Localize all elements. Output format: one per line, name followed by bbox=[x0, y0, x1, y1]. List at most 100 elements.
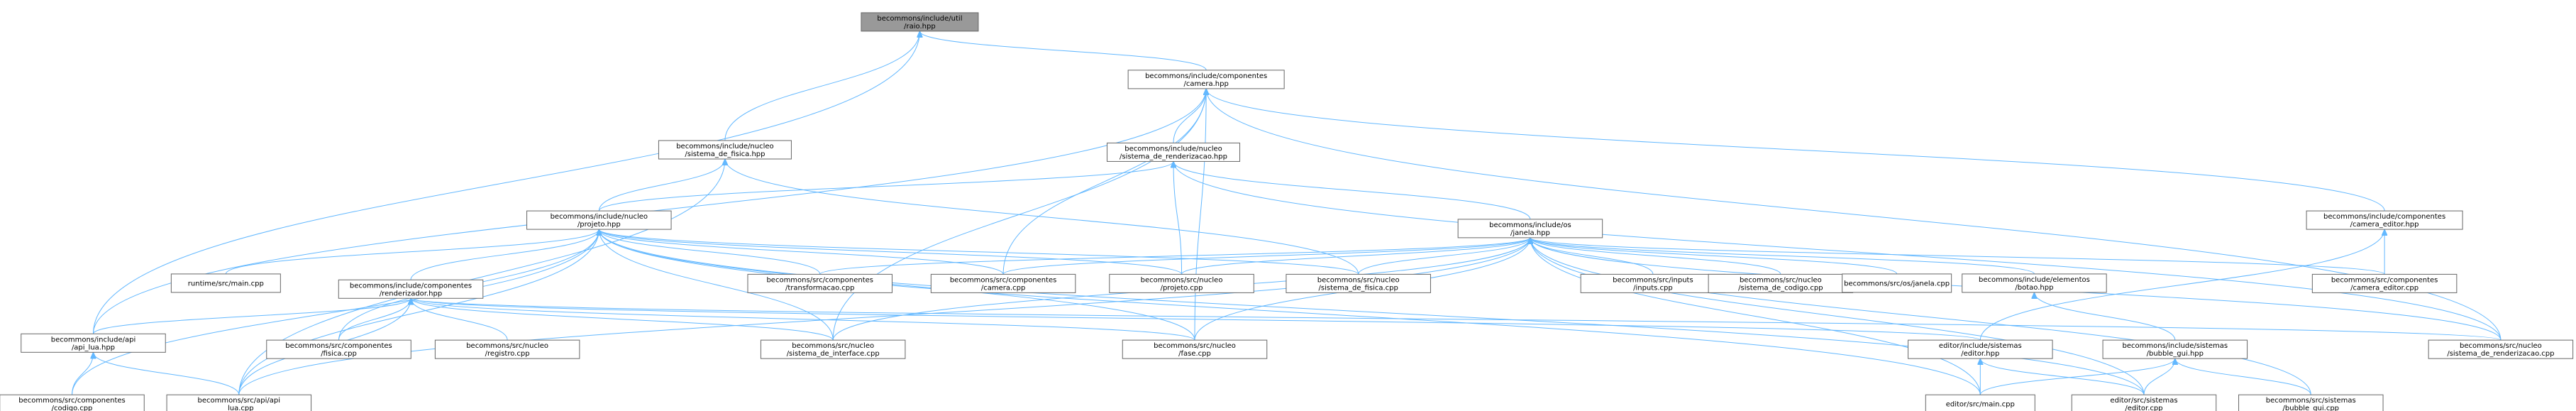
node-label: /camera.cpp bbox=[981, 284, 1026, 292]
node-label: becommons/include/componentes bbox=[1145, 72, 1267, 80]
edge-codigo_cpp-to-projeto_h bbox=[72, 229, 599, 395]
node-box bbox=[2102, 339, 2248, 359]
node-box bbox=[166, 394, 312, 411]
node-label: becommons/include/sistemas bbox=[2123, 342, 2228, 350]
node-inputs_cpp[interactable]: becommons/src/inputs/inputs.cpp bbox=[1580, 273, 1726, 293]
edge-camera_cpp-to-camera bbox=[1002, 89, 1206, 275]
node-box bbox=[434, 339, 580, 359]
edge-editor_cpp-to-projeto_h bbox=[599, 229, 2145, 395]
edge-projeto_h-to-sis_render_h bbox=[598, 161, 1173, 212]
node-label: becommons/src/componentes bbox=[950, 276, 1057, 284]
node-box bbox=[170, 273, 281, 293]
edge-fase_cpp-to-renderizador_h bbox=[411, 298, 1195, 341]
edge-sis_codigo_cpp-to-janela_h bbox=[1530, 238, 1781, 275]
node-fase_cpp[interactable]: becommons/src/nucleo/fase.cpp bbox=[1122, 339, 1268, 359]
node-camera_editor_h[interactable]: becommons/include/componentes/camera_edi… bbox=[2306, 210, 2463, 230]
edge-transformacao_cpp-to-janela_h bbox=[819, 238, 1530, 275]
node-box bbox=[2238, 394, 2384, 411]
edge-bubble_gui_cpp-to-bubble_gui_h bbox=[2175, 358, 2311, 395]
node-label: /bubble_gui.cpp bbox=[2283, 405, 2340, 411]
node-bubble_gui_cpp[interactable]: becommons/src/sistemas/bubble_gui.cpp bbox=[2238, 394, 2384, 411]
node-botao_h[interactable]: becommons/include/elementos/botao.hpp bbox=[1962, 273, 2107, 293]
node-label: becommons/src/nucleo bbox=[1154, 342, 1236, 350]
node-sis_render_cpp[interactable]: becommons/src/nucleo/sistema_de_renderiz… bbox=[2428, 339, 2574, 359]
node-bubble_gui_h[interactable]: becommons/include/sistemas/bubble_gui.hp… bbox=[2102, 339, 2248, 359]
node-editor_h[interactable]: editor/include/sistemas/editor.hpp bbox=[1908, 339, 2053, 359]
node-sis_codigo_cpp[interactable]: becommons/src/nucleo/sistema_de_codigo.c… bbox=[1708, 273, 1854, 293]
edge-fase_cpp-to-projeto_h bbox=[599, 229, 1195, 341]
node-box bbox=[338, 279, 484, 299]
edge-camera_cpp-to-projeto_h bbox=[599, 229, 1004, 275]
node-box bbox=[2311, 273, 2458, 293]
node-sis_fisica_h[interactable]: becommons/include/nucleo/sistema_de_fisi… bbox=[658, 140, 792, 160]
node-label: becommons/src/inputs bbox=[1613, 276, 1693, 284]
node-box bbox=[1122, 339, 1268, 359]
node-label: becommons/include/os bbox=[1489, 221, 1571, 229]
node-label: becommons/include/nucleo bbox=[551, 213, 648, 221]
node-camera[interactable]: becommons/include/componentes/camera.hpp bbox=[1127, 70, 1285, 89]
node-box bbox=[526, 210, 672, 230]
node-janela_h[interactable]: becommons/include/os/janela.hpp bbox=[1457, 219, 1603, 239]
node-label: editor/src/main.cpp bbox=[1946, 401, 2015, 409]
edge-projeto_h-to-sis_fisica_h bbox=[598, 159, 725, 212]
edge-transformacao_cpp-to-projeto_h bbox=[599, 229, 821, 275]
node-sis_render_h[interactable]: becommons/include/nucleo/sistema_de_rend… bbox=[1107, 142, 1241, 162]
node-runtime_main[interactable]: runtime/src/main.cpp bbox=[170, 273, 281, 293]
node-label: /botao.hpp bbox=[2015, 284, 2053, 292]
node-camera_cpp[interactable]: becommons/src/componentes/camera.cpp bbox=[930, 273, 1076, 293]
node-os_janela_cpp[interactable]: becommons/src/os/janela.cpp bbox=[1842, 273, 1952, 293]
node-label: becommons/src/nucleo bbox=[1317, 276, 1400, 284]
edge-layer bbox=[72, 31, 2502, 395]
node-projeto_h[interactable]: becommons/include/nucleo/projeto.hpp bbox=[526, 210, 672, 230]
node-editor_cpp[interactable]: editor/src/sistemas/editor.cpp bbox=[2071, 394, 2217, 411]
edge-camera_editor_cpp-to-janela_h bbox=[1530, 238, 2385, 275]
node-label: becommons/src/componentes bbox=[766, 276, 873, 284]
node-label: /sistema_de_fisica.cpp bbox=[1319, 284, 1398, 292]
edge-editor_cpp-to-bubble_gui_h bbox=[2143, 358, 2175, 395]
node-label: /codigo.cpp bbox=[52, 405, 93, 411]
node-label: /fisica.cpp bbox=[321, 350, 357, 358]
node-box bbox=[1842, 273, 1952, 293]
edge-camera-to-raio bbox=[919, 31, 1207, 71]
node-box bbox=[1107, 142, 1241, 162]
node-label: /editor.cpp bbox=[2125, 405, 2162, 411]
node-box bbox=[0, 394, 145, 411]
edge-editor_h-to-renderizador_h bbox=[411, 298, 1981, 341]
node-box bbox=[1127, 70, 1285, 89]
node-fisica_cpp[interactable]: becommons/src/componentes/fisica.cpp bbox=[266, 339, 411, 359]
node-label: becommons/include/componentes bbox=[350, 282, 472, 290]
edge-api_lua_cpp-to-api_lua_h bbox=[93, 352, 240, 395]
node-box bbox=[21, 333, 166, 353]
edge-fisica_cpp-to-renderizador_h bbox=[338, 298, 411, 341]
node-transformacao_cpp[interactable]: becommons/src/componentes/transformacao.… bbox=[747, 273, 892, 293]
node-label: /fase.cpp bbox=[1178, 350, 1211, 358]
node-camera_editor_cpp[interactable]: becommons/src/componentes/camera_editor.… bbox=[2311, 273, 2458, 293]
node-raio[interactable]: becommons/include/util/raio.hpp bbox=[861, 12, 979, 32]
node-label: becommons/src/sistemas bbox=[2266, 397, 2356, 405]
node-box bbox=[1925, 394, 2035, 411]
node-box bbox=[861, 12, 979, 32]
node-sis_interface_cpp[interactable]: becommons/src/nucleo/sistema_de_interfac… bbox=[760, 339, 906, 359]
node-codigo_cpp[interactable]: becommons/src/componentes/codigo.cpp bbox=[0, 394, 145, 411]
node-label: editor/include/sistemas bbox=[1939, 342, 2022, 350]
node-label: /sistema_de_interface.cpp bbox=[787, 350, 880, 358]
node-api_lua_cpp[interactable]: becommons/src/api/api_lua.cpp bbox=[166, 394, 312, 411]
node-label: becommons/include/elementos bbox=[1979, 276, 2090, 284]
node-label: /janela.hpp bbox=[1510, 229, 1550, 237]
edge-codigo_cpp-to-api_lua_h bbox=[72, 352, 94, 395]
node-label: /renderizador.hpp bbox=[380, 290, 442, 297]
node-registro_cpp[interactable]: becommons/src/nucleo/registro.cpp bbox=[434, 339, 580, 359]
edge-editor_h-to-camera_editor_h bbox=[1979, 229, 2384, 341]
node-sis_fisica_cpp[interactable]: becommons/src/nucleo/sistema_de_fisica.c… bbox=[1286, 273, 1431, 293]
node-editor_main[interactable]: editor/src/main.cpp bbox=[1925, 394, 2035, 411]
node-label: /camera_editor.hpp bbox=[2350, 221, 2419, 229]
node-label: becommons/src/componentes bbox=[18, 397, 126, 405]
node-projeto_cpp[interactable]: becommons/src/nucleo/projeto.cpp bbox=[1109, 273, 1254, 293]
node-renderizador_h[interactable]: becommons/include/componentes/renderizad… bbox=[338, 279, 484, 299]
edge-api_lua_h-to-raio bbox=[92, 31, 919, 334]
node-api_lua_h[interactable]: becommons/include/api/api_lua.hpp bbox=[21, 333, 166, 353]
node-label: /inputs.cpp bbox=[1633, 284, 1673, 292]
node-box bbox=[1457, 219, 1603, 239]
node-label: becommons/src/api/api bbox=[198, 397, 280, 405]
